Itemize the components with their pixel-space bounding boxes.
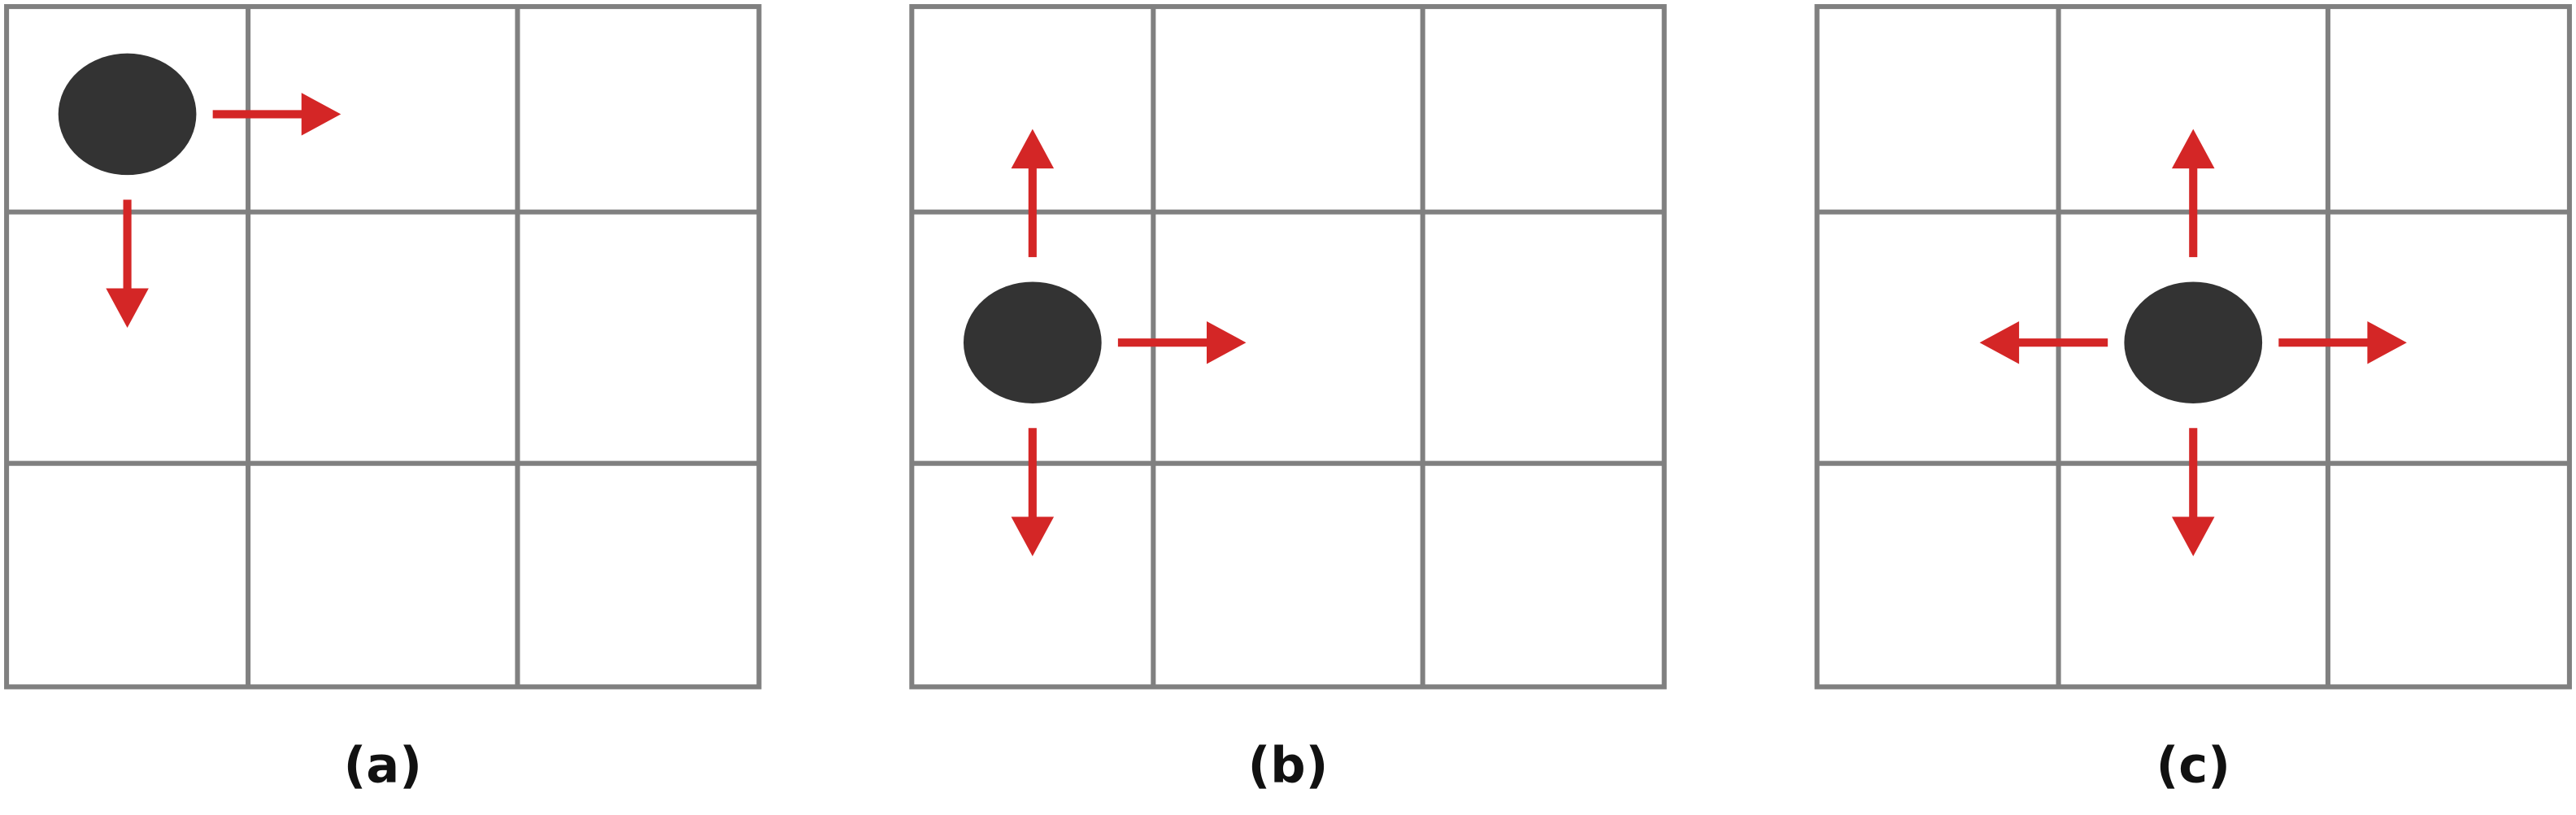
arrow-head bbox=[106, 288, 149, 329]
arrow-head bbox=[1979, 320, 2020, 364]
arrow-head bbox=[2171, 516, 2215, 556]
token bbox=[58, 53, 197, 176]
arrow-up-icon bbox=[2171, 129, 2215, 258]
arrow-head bbox=[1011, 129, 1055, 169]
arrow-down-icon bbox=[2171, 428, 2215, 556]
arrow-head bbox=[1011, 516, 1055, 556]
panel-a: (a) bbox=[4, 4, 762, 795]
panel-label-c: (c) bbox=[2156, 738, 2230, 795]
arrow-up-icon bbox=[1011, 129, 1055, 258]
arrow-head bbox=[2367, 320, 2407, 364]
panel-label-b: (b) bbox=[1248, 738, 1329, 795]
arrow-down-icon bbox=[1011, 428, 1055, 556]
arrow-head bbox=[301, 93, 342, 136]
arrow-left-icon bbox=[1979, 320, 2108, 364]
token bbox=[2124, 281, 2263, 403]
panel-c: (c) bbox=[1814, 4, 2572, 795]
arrow-head bbox=[2171, 129, 2215, 169]
panel-label-a: (a) bbox=[344, 738, 422, 795]
panel-b: (b) bbox=[909, 4, 1667, 795]
arrow-right-icon bbox=[212, 93, 342, 136]
arrow-down-icon bbox=[106, 199, 149, 329]
token bbox=[963, 281, 1102, 403]
arrow-right-icon bbox=[2278, 320, 2407, 364]
arrow-head bbox=[1206, 320, 1247, 364]
arrow-right-icon bbox=[1117, 320, 1247, 364]
